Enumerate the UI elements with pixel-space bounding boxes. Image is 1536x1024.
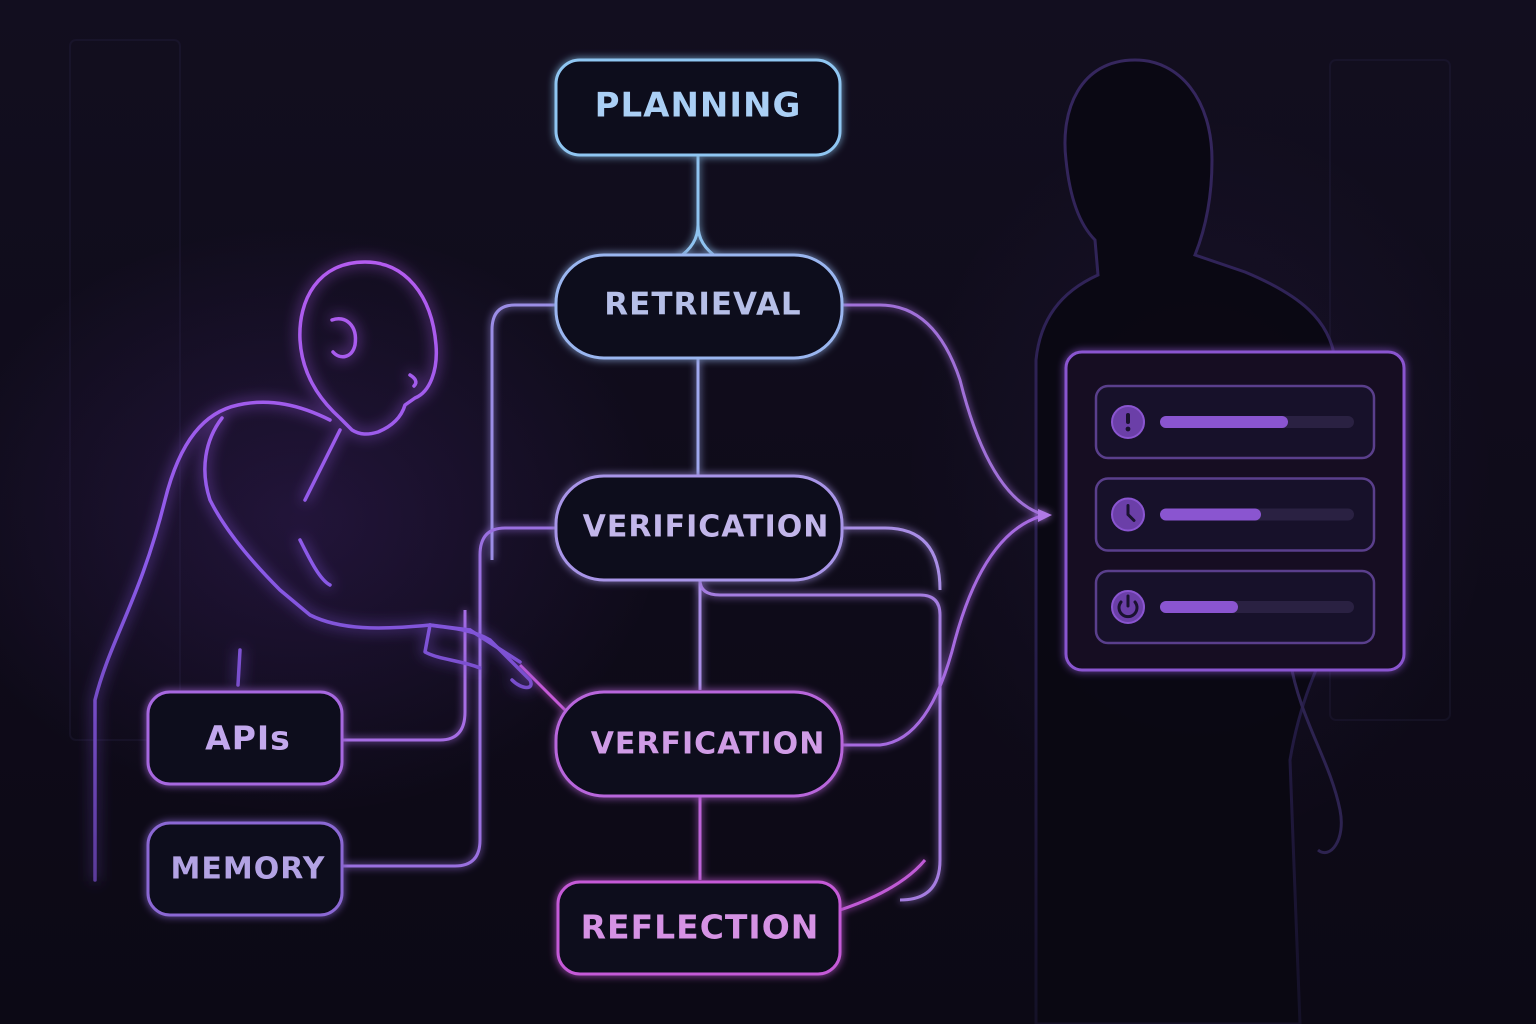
status-row bbox=[1094, 569, 1376, 645]
node-verification-2-label: VERFICATION bbox=[591, 727, 826, 762]
status-row bbox=[1094, 477, 1376, 552]
node-reflection-label: REFLECTION bbox=[581, 908, 820, 947]
node-apis bbox=[146, 690, 344, 786]
exclamation-icon bbox=[1111, 405, 1145, 439]
node-memory-label: MEMORY bbox=[171, 852, 326, 887]
node-planning-label: PLANNING bbox=[595, 86, 802, 126]
power-icon bbox=[1111, 590, 1145, 624]
node-planning bbox=[554, 58, 842, 157]
progress-fill bbox=[1160, 416, 1288, 428]
node-verification-2 bbox=[554, 690, 844, 798]
progress-fill bbox=[1160, 601, 1238, 613]
status-panel bbox=[1064, 350, 1406, 672]
humanoid-robot-figure bbox=[93, 260, 533, 882]
node-verification-1 bbox=[554, 474, 844, 582]
node-reflection bbox=[556, 880, 842, 976]
clock-icon bbox=[1111, 497, 1145, 532]
node-memory bbox=[146, 821, 344, 917]
progress-fill bbox=[1160, 508, 1261, 521]
node-retrieval-label: RETRIEVAL bbox=[604, 287, 801, 323]
connector-lines bbox=[342, 155, 1052, 912]
status-row bbox=[1094, 384, 1376, 460]
node-retrieval bbox=[554, 253, 844, 360]
node-apis-label: APIs bbox=[205, 719, 291, 758]
node-verification-1-label: VERIFICATION bbox=[583, 510, 830, 545]
